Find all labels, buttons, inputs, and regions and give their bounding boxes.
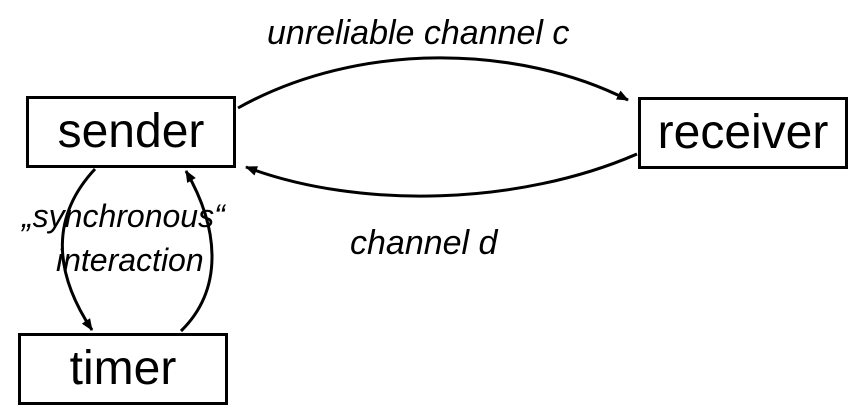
edge-sender-to-timer [60, 167, 97, 331]
receiver-node: receiver [638, 97, 848, 169]
edge-label-interaction: interaction [56, 242, 204, 278]
receiver-label: receiver [657, 106, 829, 159]
sender-node: sender [26, 96, 236, 168]
edge-label-channel-c: unreliable channel c [267, 14, 570, 52]
sender-label: sender [57, 105, 205, 158]
edge-receiver-to-sender [245, 152, 638, 198]
edge-timer-to-sender [179, 170, 214, 333]
edge-label-channel-d: channel d [350, 224, 498, 262]
edge-sender-to-receiver [237, 56, 629, 110]
timer-node: timer [18, 333, 228, 405]
edge-label-synchronous: „synchronous“ [22, 198, 225, 234]
timer-label: timer [69, 342, 177, 395]
